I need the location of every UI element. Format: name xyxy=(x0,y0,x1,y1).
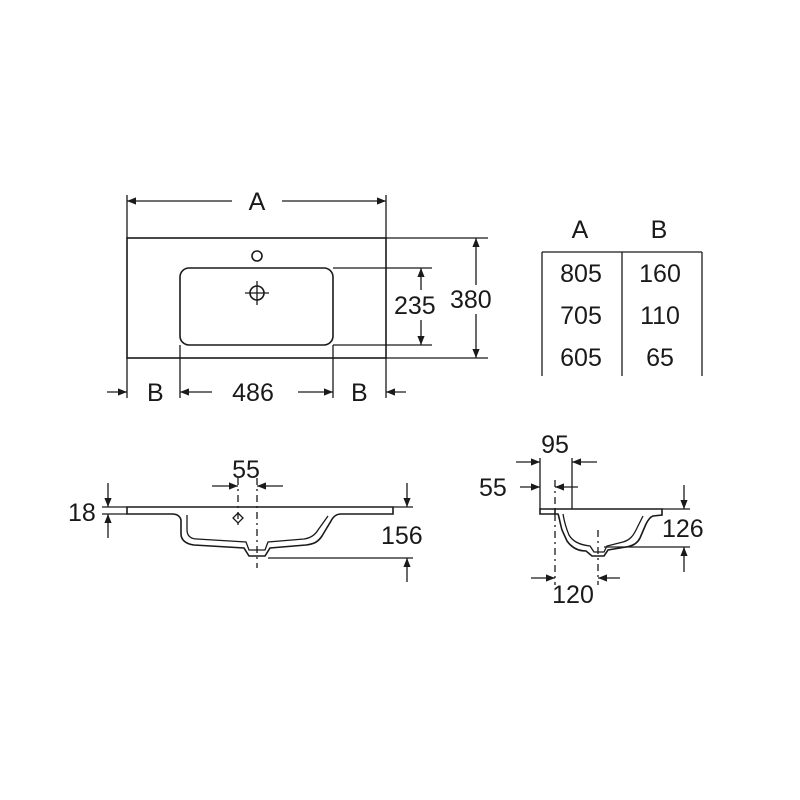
side-tap-offset-dimension: 55 xyxy=(479,474,578,502)
side-height-label: 126 xyxy=(662,515,704,543)
table-header-a: A xyxy=(572,216,589,244)
table-cell: 805 xyxy=(560,260,602,288)
width-dimension: A xyxy=(126,188,387,238)
front-height-label: 156 xyxy=(381,522,423,550)
width-label: A xyxy=(249,188,266,216)
table-cell: 160 xyxy=(639,260,681,288)
side-section-outer xyxy=(555,508,663,557)
table-cell: 705 xyxy=(560,302,602,330)
front-height-dimension: 156 xyxy=(268,483,423,582)
bottom-dimensions: B 486 B xyxy=(107,345,406,407)
tap-hole-icon xyxy=(251,250,263,262)
table-header-b: B xyxy=(651,216,668,244)
front-drain-offset-label: 55 xyxy=(232,456,260,484)
rim-thickness-label: 18 xyxy=(68,499,96,527)
side-tap-offset-label: 55 xyxy=(479,474,507,502)
front-section-outer xyxy=(126,506,394,557)
top-view: A 380 235 B 486 B xyxy=(107,188,492,407)
bowl-depth-dimension: 235 xyxy=(333,267,436,346)
bowl-outline xyxy=(179,267,334,346)
side-section-inner xyxy=(562,513,644,553)
side-drain-offset-label: 120 xyxy=(552,581,594,609)
left-margin-label: B xyxy=(147,379,164,407)
basin-outline xyxy=(126,237,387,359)
dimension-table: A B 805 160 705 110 605 65 xyxy=(541,216,703,376)
table-cell: 65 xyxy=(646,344,674,372)
side-section-front-rim xyxy=(539,508,556,515)
side-drain-offset-dimension: 120 xyxy=(531,574,620,609)
rim-thickness-dimension: 18 xyxy=(68,483,127,538)
depth-label: 380 xyxy=(450,286,492,314)
bowl-width-label: 486 xyxy=(232,379,274,407)
bowl-depth-label: 235 xyxy=(394,292,436,320)
depth-dimension: 380 xyxy=(386,237,492,359)
table-cell: 605 xyxy=(560,344,602,372)
front-drain-offset-dimension: 55 xyxy=(212,456,283,490)
side-height-dimension: 126 xyxy=(604,485,704,572)
table-cell: 110 xyxy=(640,302,680,330)
side-section-view: 95 55 126 120 xyxy=(479,431,704,609)
right-margin-label: B xyxy=(351,379,368,407)
side-rim-offset-label: 95 xyxy=(541,431,569,459)
front-section-view: 55 18 156 xyxy=(68,456,423,582)
side-rim-offset-dimension: 95 xyxy=(516,431,597,509)
